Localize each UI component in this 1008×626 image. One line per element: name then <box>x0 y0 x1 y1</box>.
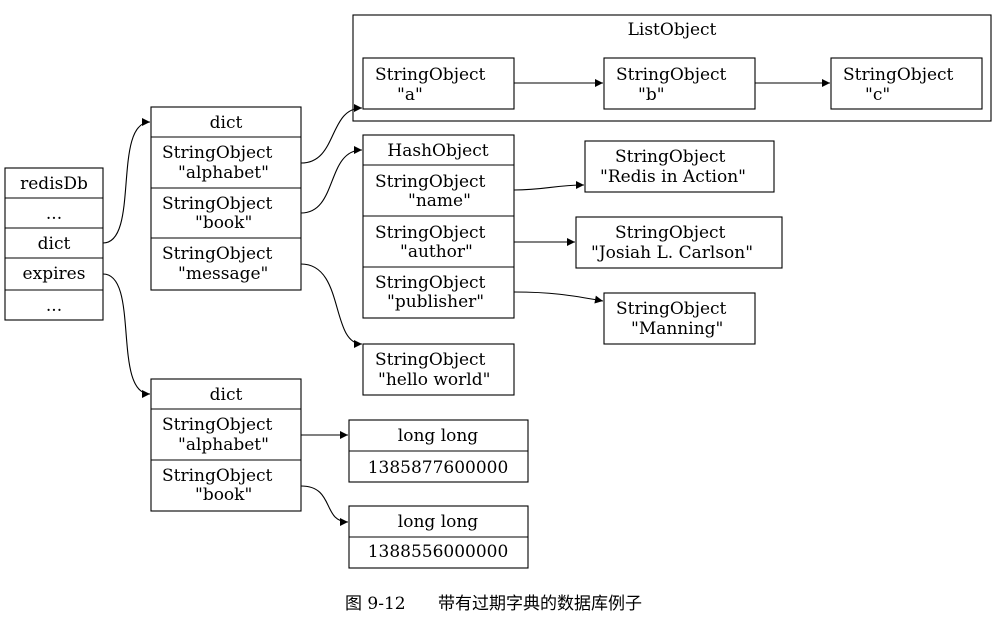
hash-object-header: HashObject <box>387 141 488 161</box>
hash-field-author-type: StringObject <box>375 223 486 243</box>
dict-main-key-book-type: StringObject <box>162 194 273 214</box>
message-value-text: "hello world" <box>378 370 490 390</box>
hash-value-josiah-carlson: StringObject "Josiah L. Carlson" <box>575 216 783 269</box>
hash-field-name-type: StringObject <box>375 172 486 192</box>
dict-expires-key-alphabet-value: "alphabet" <box>178 435 269 455</box>
dict-main-table: dict StringObject "alphabet" StringObjec… <box>150 106 302 291</box>
expire-value-alphabet-type: long long <box>398 426 479 446</box>
edge-alphabet-to-list <box>300 104 363 164</box>
list-node-c-value: "c" <box>865 85 890 105</box>
cluster-title: ListObject <box>628 20 717 40</box>
caption-label: 图 9-12 <box>345 594 406 614</box>
edge-hash-publisher-to-value <box>513 291 604 304</box>
edge-book-to-hash <box>300 146 363 214</box>
redisdb-ellipsis-2: ... <box>46 296 62 316</box>
message-value-hello-world: StringObject "hello world" <box>362 343 515 396</box>
list-node-c-type: StringObject <box>843 65 954 85</box>
hash-value-redis-in-action-type: StringObject <box>615 147 726 167</box>
hash-field-publisher-value: "publisher" <box>387 292 484 312</box>
caption-text: 带有过期字典的数据库例子 <box>438 594 642 614</box>
expire-value-book-type: long long <box>398 512 479 532</box>
list-node-b-type: StringObject <box>616 65 727 85</box>
message-value-type: StringObject <box>375 350 486 370</box>
dict-main-key-book-value: "book" <box>195 213 252 233</box>
dict-main-header: dict <box>210 113 243 133</box>
dict-expires-key-book-value: "book" <box>195 485 252 505</box>
hash-object-table: HashObject StringObject "name" StringObj… <box>362 134 515 319</box>
edge-redisdb-dict-to-dict-main <box>102 118 151 244</box>
list-object-cluster: ListObject <box>352 14 992 122</box>
hash-value-manning-type: StringObject <box>616 299 727 319</box>
list-node-b: StringObject "b" <box>603 57 756 110</box>
dict-expires-key-book-type: StringObject <box>162 466 273 486</box>
hash-field-author-value: "author" <box>400 242 473 262</box>
figure-caption: 图 9-12 带有过期字典的数据库例子 <box>345 594 642 614</box>
redisdb-expires-field: expires <box>23 264 86 284</box>
dict-expires-key-alphabet-type: StringObject <box>162 415 273 435</box>
dict-main-key-alphabet-type: StringObject <box>162 143 273 163</box>
list-node-a: StringObject "a" <box>362 57 515 110</box>
hash-value-redis-in-action: StringObject "Redis in Action" <box>584 140 775 193</box>
list-node-c: StringObject "c" <box>830 57 983 110</box>
dict-expires-table: dict StringObject "alphabet" StringObjec… <box>150 378 302 512</box>
dict-main-key-message-type: StringObject <box>162 244 273 264</box>
list-node-a-type: StringObject <box>375 65 486 85</box>
dict-main-key-alphabet-value: "alphabet" <box>178 163 269 183</box>
redisdb-table: redisDb ... dict expires ... <box>4 167 104 321</box>
hash-value-manning-value: "Manning" <box>631 319 723 339</box>
list-node-a-value: "a" <box>397 85 423 105</box>
expire-value-book: long long 1388556000000 <box>348 505 529 569</box>
edge-expires-book-to-value <box>300 485 349 526</box>
edge-hash-name-to-value <box>513 181 585 191</box>
edge-redisdb-expires-to-dict-expires <box>102 273 151 398</box>
hash-value-josiah-carlson-type: StringObject <box>615 223 726 243</box>
redisdb-dict-field: dict <box>38 234 71 254</box>
expire-value-alphabet: long long 1385877600000 <box>348 419 529 483</box>
expire-value-book-number: 1388556000000 <box>368 542 509 562</box>
edge-message-to-hello-world <box>300 263 363 348</box>
hash-field-publisher-type: StringObject <box>375 273 486 293</box>
redisdb-title: redisDb <box>20 174 88 194</box>
hash-value-manning: StringObject "Manning" <box>603 292 756 345</box>
hash-value-josiah-carlson-value: "Josiah L. Carlson" <box>591 243 753 263</box>
dict-main-key-message-value: "message" <box>178 264 268 284</box>
redisdb-ellipsis-1: ... <box>46 204 62 224</box>
dict-expires-header: dict <box>210 385 243 405</box>
hash-value-redis-in-action-value: "Redis in Action" <box>600 167 746 187</box>
list-node-b-value: "b" <box>638 85 665 105</box>
hash-field-name-value: "name" <box>408 191 471 211</box>
expire-value-alphabet-number: 1385877600000 <box>368 458 509 478</box>
